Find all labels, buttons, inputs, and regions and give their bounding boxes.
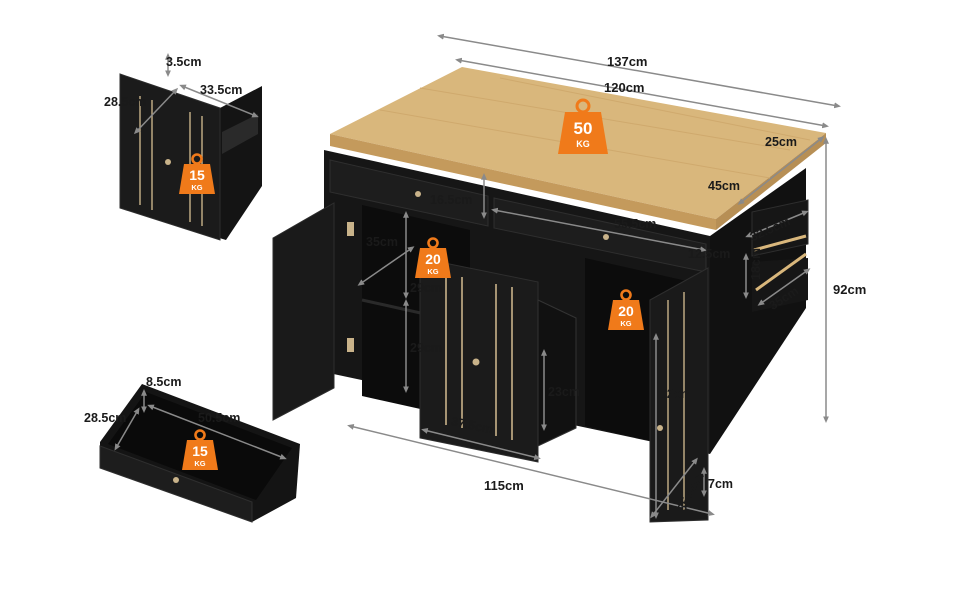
label-door-height: 62cm — [660, 387, 692, 401]
label-shelf-lower: 29cm — [410, 341, 442, 355]
left-open-door — [272, 202, 335, 421]
label-overall-length: 137cm — [607, 54, 647, 69]
left-drawer-knob — [415, 191, 421, 197]
pullout-detail-slide — [222, 114, 258, 154]
label-drawer-detail-depth: 28.5cm — [84, 411, 126, 425]
weight-shelf-value: 20 — [425, 251, 441, 267]
weight-badge-pullout-detail: 15 KG — [179, 153, 215, 194]
left-drawer — [329, 159, 489, 227]
pullout-detail-knob — [165, 159, 171, 165]
label-top-length: 120cm — [604, 80, 644, 95]
pullout-knob — [472, 358, 480, 366]
weight-pullout-detail-value: 15 — [189, 167, 205, 183]
rack-bar-upper — [753, 234, 807, 252]
weight-pullout-detail-unit: KG — [191, 183, 202, 192]
label-drawer-detail-width: 50.5cm — [198, 411, 240, 425]
weight-drawer-detail-value: 15 — [192, 443, 208, 459]
weight-top-unit: KG — [576, 139, 590, 149]
label-pullout-detail-top: 3.5cm — [166, 55, 201, 69]
weight-badge-cabinet-right: 20 KG — [608, 289, 644, 330]
label-rack-depth: 12.5cm — [688, 247, 730, 261]
weight-badge-shelf: 20 KG — [415, 237, 451, 278]
label-rack-height: 18cm — [749, 248, 763, 280]
dimension-lines — [347, 33, 841, 519]
hinge-lower — [347, 338, 354, 352]
weight-shelf-unit: KG — [427, 267, 438, 276]
weight-top-value: 50 — [574, 119, 593, 138]
weight-badge-drawer-detail: 15 KG — [182, 429, 218, 470]
label-drawer-width: 55.5cm — [614, 217, 656, 231]
pullout-detail-dimension-lines — [133, 53, 259, 135]
weight-drawer-detail-unit: KG — [194, 459, 205, 468]
label-top-width: 25cm — [765, 135, 797, 149]
drawer-detail-front — [99, 445, 253, 523]
hinge-upper — [347, 222, 354, 236]
label-pullout-detail-width: 33.5cm — [200, 83, 242, 97]
label-shelf-upper: 29cm — [410, 281, 442, 295]
label-cabinet-depth: 35cm — [366, 235, 398, 249]
weight-cabinet-right-unit: KG — [620, 319, 631, 328]
weight-cabinet-right-value: 20 — [618, 303, 634, 319]
label-pullout-detail-depth: 28.5cm — [104, 95, 146, 109]
top-front-edge — [330, 134, 716, 230]
drawer-detail-dimension-lines — [114, 389, 287, 460]
right-door-knob — [657, 425, 663, 431]
label-drawer-height: 16.5cm — [430, 193, 472, 207]
weight-badge-top: 50 KG — [558, 98, 608, 154]
label-drawer-detail-height: 8.5cm — [146, 375, 181, 389]
label-base-length: 115cm — [484, 478, 524, 493]
main-island — [272, 67, 826, 523]
drawer-detail-knob — [173, 477, 179, 483]
right-drawer-knob — [603, 234, 609, 240]
label-pullout-height: 23cm — [548, 385, 580, 399]
label-total-height: 92cm — [833, 282, 866, 297]
pullout-door-grooves — [445, 274, 513, 440]
label-top-depth: 45cm — [708, 179, 740, 193]
label-leg-height: 7cm — [708, 477, 733, 491]
